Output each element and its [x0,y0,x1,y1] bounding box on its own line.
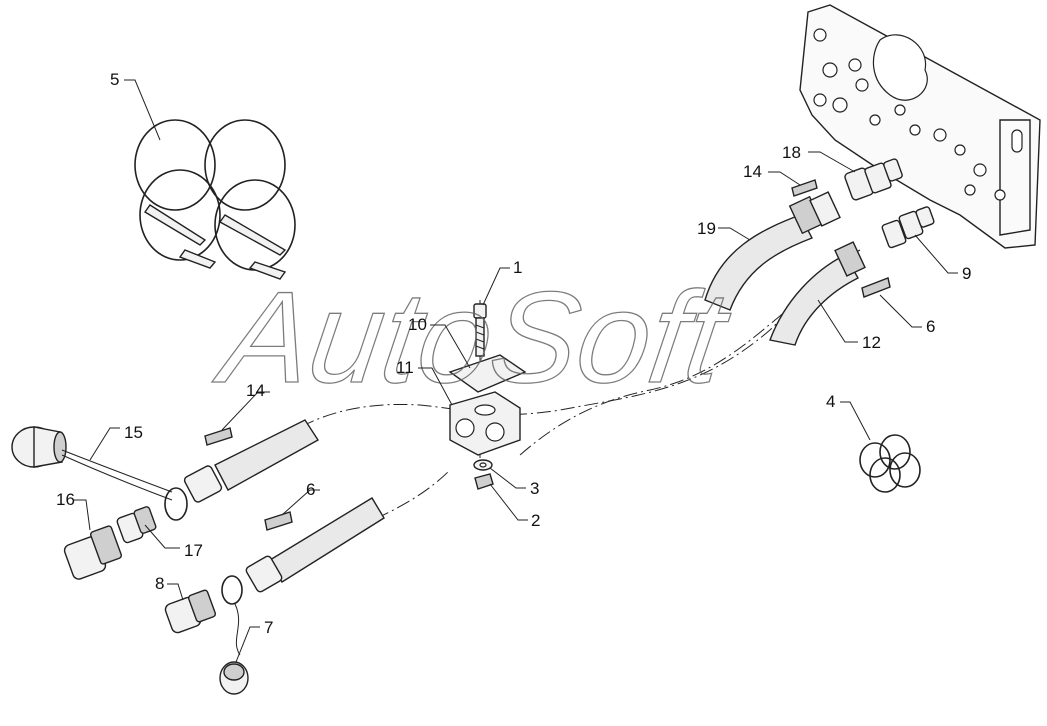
cable-ties [134,119,296,280]
adapter-17 [116,506,157,544]
callout-14b: 14 [246,381,265,400]
nut-2 [474,473,494,490]
callout-6b: 6 [306,480,315,499]
callout-11: 11 [396,358,414,377]
clamp-bolt-1 [473,303,487,357]
callout-10: 10 [408,315,427,334]
hose-19 [704,191,841,311]
hose-marker-14-top [791,179,818,197]
callout-12: 12 [862,333,881,352]
callout-7: 7 [264,618,273,637]
callout-1: 1 [513,258,522,277]
callout-4: 4 [826,392,835,411]
mounting-plate [799,4,1041,249]
callout-2: 2 [531,511,540,530]
dust-cap-7 [219,575,249,695]
clamp-block-11 [449,391,521,456]
callout-8: 8 [155,574,164,593]
bulkhead-fitting-18 [844,158,903,201]
o-rings [859,434,921,493]
callout-labels: 5 1 10 11 3 2 4 15 14 6 16 17 8 7 18 14 … [56,70,971,637]
hose-12 [769,241,866,346]
washer-3 [473,459,493,471]
callout-15: 15 [124,423,143,442]
hose-marker-6-lower [264,511,293,531]
hose-marker-14-lower [204,427,233,446]
callout-5: 5 [110,70,119,89]
callout-18: 18 [782,143,801,162]
hose-6-lower [245,497,385,593]
clamp-plate-10 [448,354,527,393]
hose-marker-6-right [861,277,891,298]
callout-9: 9 [962,264,971,283]
callout-17: 17 [184,541,203,560]
callout-6a: 6 [926,317,935,336]
watermark-text: AutoSoft [207,265,738,410]
callout-14a: 14 [743,162,762,181]
hose-14-lower [164,419,319,521]
adapter-fitting-9 [881,206,935,249]
callout-16: 16 [56,490,75,509]
leader-lines [74,79,958,663]
callout-19: 19 [697,219,716,238]
quick-coupler-16 [63,525,123,580]
callout-3: 3 [530,479,539,498]
quick-coupler-8 [164,589,217,634]
dust-cap-15 [11,426,173,501]
